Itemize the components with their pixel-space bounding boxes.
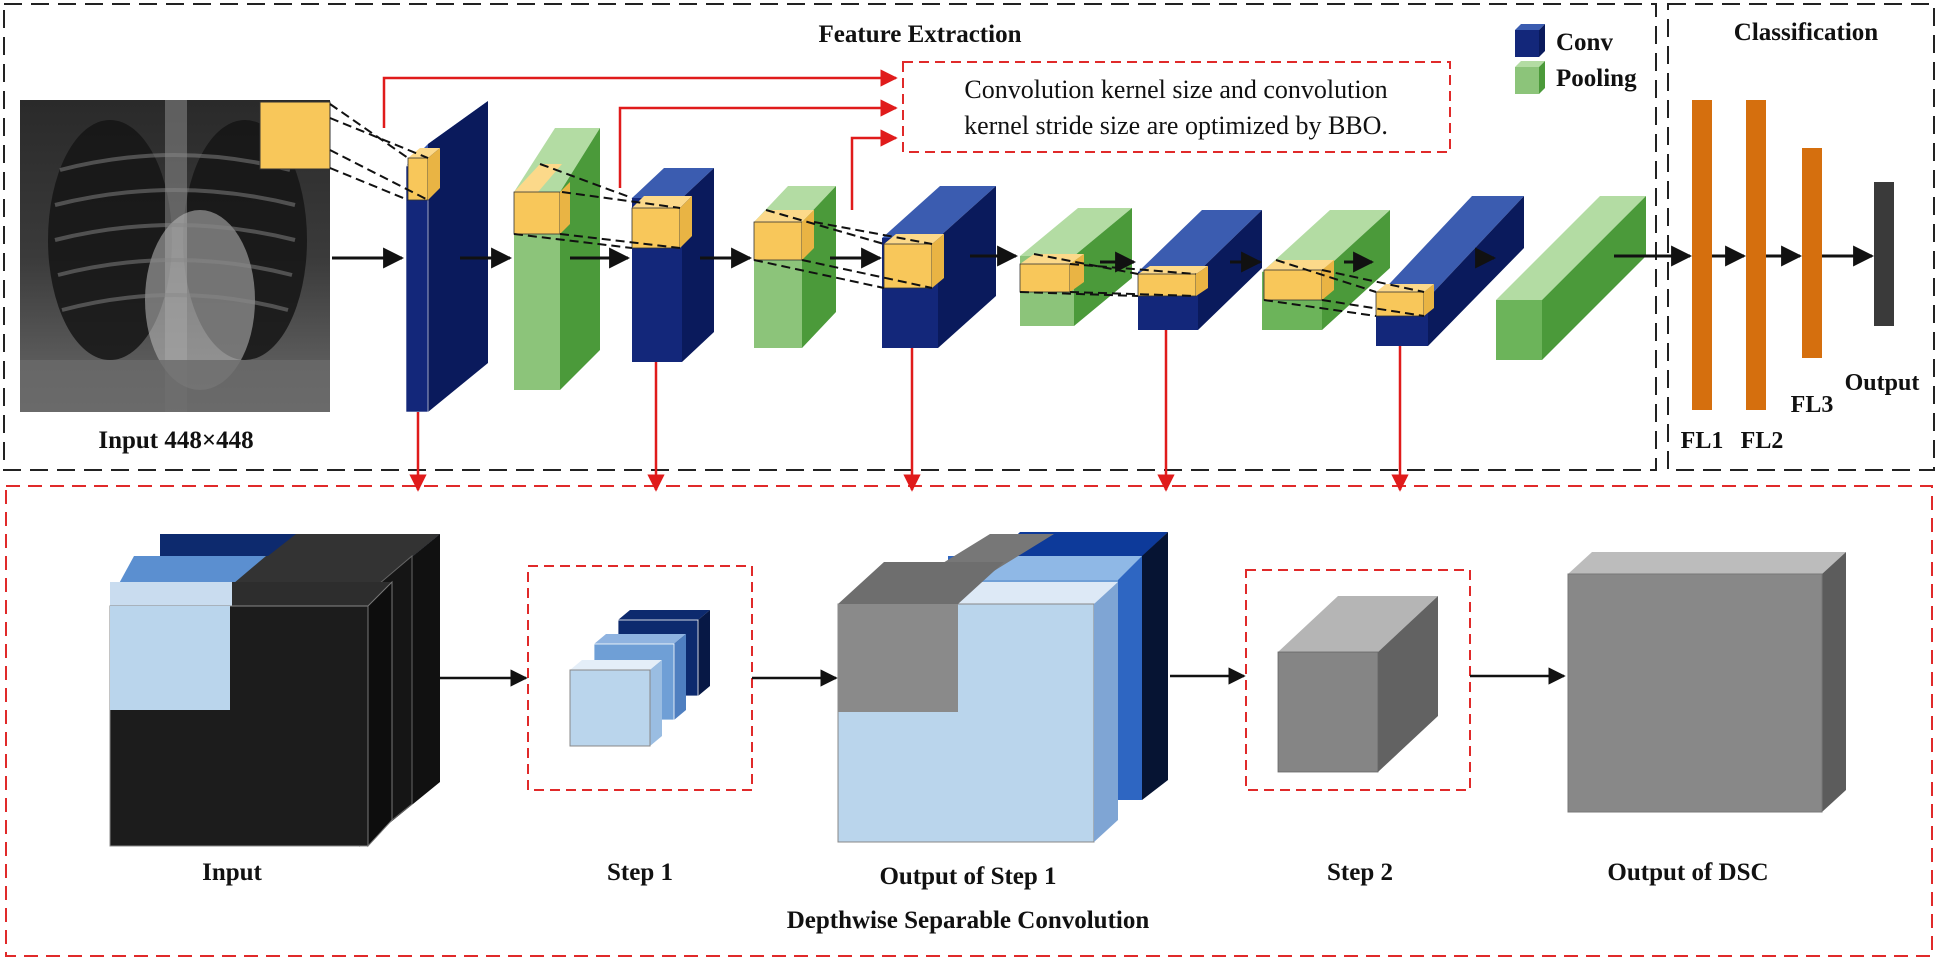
step1-label: Step 1 bbox=[607, 859, 673, 886]
fc-layer-1 bbox=[1692, 100, 1712, 410]
output-step1-cube bbox=[837, 532, 1168, 843]
fc-layer-3 bbox=[1802, 148, 1822, 358]
dsc-input-label: Input bbox=[202, 859, 262, 886]
fl1-label: FL1 bbox=[1681, 428, 1724, 454]
conv-kernel-4 bbox=[1137, 266, 1208, 297]
step2-label: Step 2 bbox=[1327, 859, 1393, 886]
xray-image bbox=[20, 100, 330, 412]
pool-kernel-1 bbox=[513, 164, 570, 235]
legend-conv-label: Conv bbox=[1556, 29, 1613, 56]
legend-pooling-label: Pooling bbox=[1556, 65, 1637, 92]
legend-conv-swatch bbox=[1515, 24, 1545, 57]
dsc-down-arrows bbox=[409, 330, 1409, 492]
step1-kernels bbox=[569, 610, 710, 747]
kernel-projection-lines bbox=[329, 103, 1425, 317]
fc-layer-2 bbox=[1746, 100, 1766, 410]
pool-kernel-3 bbox=[1019, 254, 1084, 293]
bbo-note-line1: Convolution kernel size and convolution bbox=[964, 75, 1387, 104]
dsc-title: Depthwise Separable Convolution bbox=[787, 907, 1150, 934]
conv-kernel-3 bbox=[883, 234, 944, 289]
final-pool-block bbox=[1496, 196, 1646, 360]
bbo-note-line2: kernel stride size are optimized by BBO. bbox=[964, 111, 1388, 140]
legend-pooling-swatch bbox=[1515, 61, 1545, 94]
classification-frame bbox=[1667, 3, 1935, 471]
dsc-input-cube bbox=[109, 534, 440, 848]
output-label: Output bbox=[1845, 370, 1920, 396]
fl3-label: FL3 bbox=[1791, 392, 1834, 418]
input-kernel-patch bbox=[259, 101, 331, 170]
bbo-arrows bbox=[382, 69, 898, 210]
legend: Conv Pooling bbox=[1515, 24, 1637, 94]
flow-arrows bbox=[332, 245, 1875, 273]
step2-box bbox=[1245, 569, 1471, 791]
dsc-flow-arrows bbox=[440, 667, 1566, 687]
conv-kernel-2 bbox=[631, 196, 692, 249]
output-step1-label: Output of Step 1 bbox=[879, 863, 1056, 890]
step2-kernel bbox=[1277, 596, 1438, 773]
input-size-label: Input 448×448 bbox=[98, 427, 253, 454]
feature-extraction-title: Feature Extraction bbox=[819, 21, 1022, 48]
feature-extraction-frame bbox=[3, 3, 1657, 471]
output-dsc-cube bbox=[1567, 552, 1846, 813]
classification-title: Classification bbox=[1734, 19, 1879, 46]
conv-block-1 bbox=[405, 101, 488, 413]
pool-kernel-4 bbox=[1263, 260, 1334, 301]
output-dsc-label: Output of DSC bbox=[1607, 859, 1768, 886]
conv-kernel-1 bbox=[407, 148, 440, 201]
pool-kernel-2 bbox=[753, 210, 814, 261]
dsc-frame bbox=[5, 485, 1933, 957]
bbo-note-box bbox=[902, 61, 1451, 153]
fl2-label: FL2 bbox=[1741, 428, 1784, 454]
output-layer bbox=[1874, 182, 1894, 326]
